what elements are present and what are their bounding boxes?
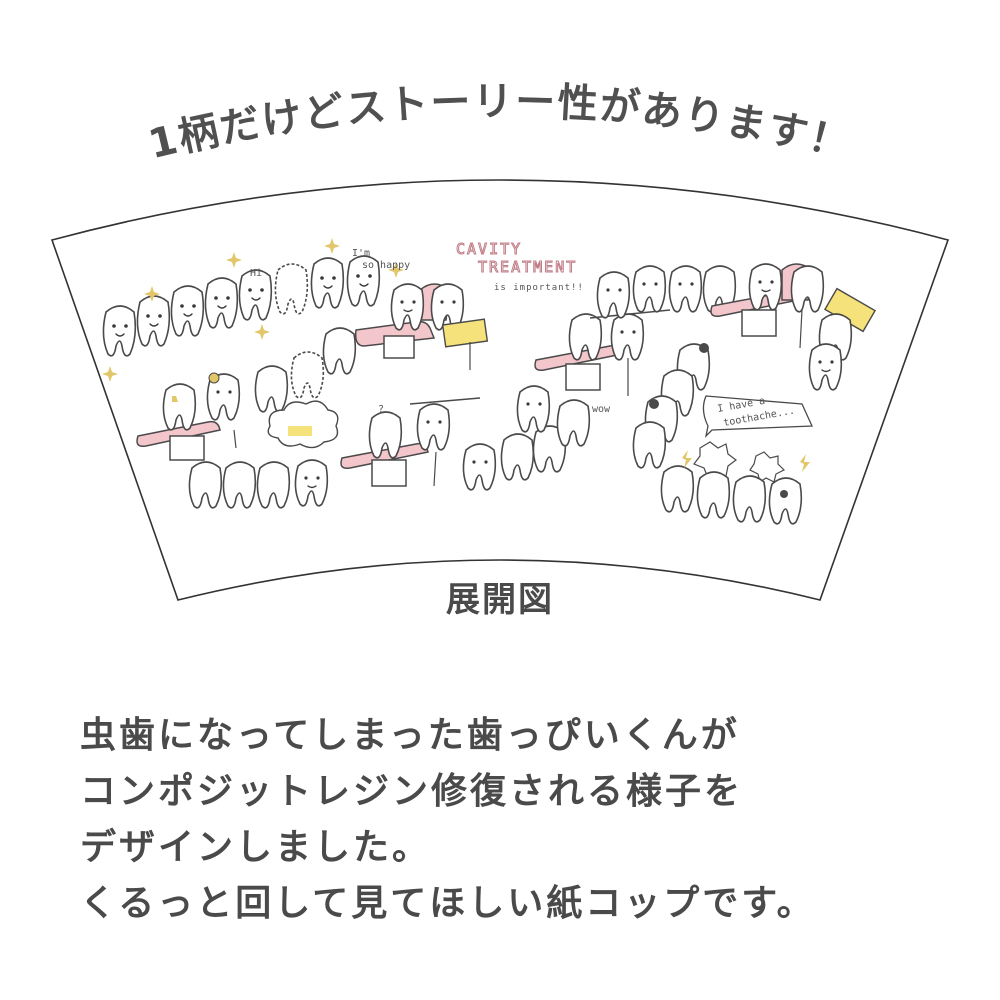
title-art-line2: TREATMENT [478, 258, 577, 276]
bubble-question: ? [378, 404, 384, 415]
sparkles [102, 238, 404, 382]
diagram-caption: 展開図 [446, 580, 554, 620]
tooth-row-left [102, 255, 381, 357]
dental-chair-scene-right-center [534, 265, 737, 469]
dental-chair-scene-center: ? wow [340, 385, 611, 491]
dental-chair-scene-top [354, 283, 489, 370]
description-line-3: デザインしました。 [80, 827, 432, 868]
bubble-wow: wow [592, 404, 611, 415]
description-line-2: コンポジットレジン修復される様子を [80, 771, 744, 812]
dental-chair-scene-top-right [710, 263, 877, 391]
tooth-row-bottom-left [188, 459, 329, 509]
bubble-happy-2: so happy [362, 260, 410, 271]
title-art-line3: is important!! [494, 283, 584, 293]
thought-cloud [267, 400, 339, 449]
bubble-happy-1: I'm [352, 248, 370, 259]
headline: 1柄だけどストーリー性があります！ [144, 79, 853, 168]
description-line-1: 虫歯になってしまった歯っぴいくんが [80, 715, 740, 756]
dental-chair-scene-left [136, 327, 357, 461]
title-art-line1: CAVITY [456, 240, 522, 258]
tooth-row-bottom-right [660, 441, 810, 525]
toothache-bubble: I have a toothache... [702, 395, 813, 438]
bubble-hi: Hi [250, 268, 262, 279]
description: 虫歯になってしまった歯っぴいくんが コンポジットレジン修復される様子を デザイン… [80, 708, 980, 932]
description-line-4: くるっと回して見てほしい紙コップです。 [80, 883, 816, 924]
cup-unfolded-template: Hi I'm so happy CAVITY TREATMENT is impo… [50, 179, 950, 601]
